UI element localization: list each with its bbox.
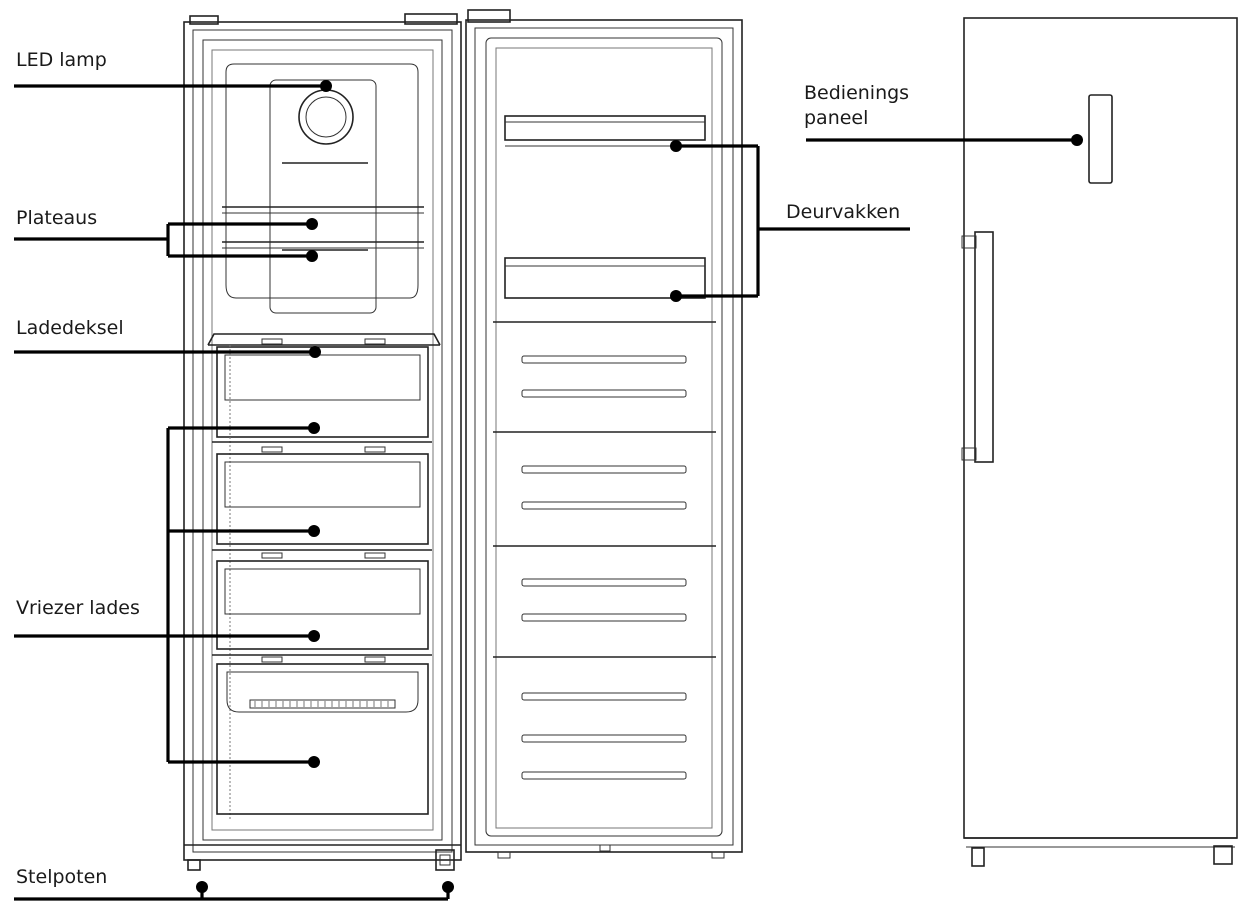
- label-plateaus: Plateaus: [16, 207, 97, 229]
- label-led-lamp: LED lamp: [16, 49, 107, 71]
- door-ribs: [521, 355, 687, 780]
- door-bin-upper: [504, 115, 706, 141]
- upper-compartment-back: [225, 63, 419, 285]
- closed-freezer: [961, 17, 1238, 867]
- bedienings-dot: [1071, 134, 1083, 146]
- closed-foot-left: [971, 847, 985, 867]
- label-deurvakken: Deurvakken: [786, 201, 900, 223]
- closed-foot-right: [1213, 845, 1233, 865]
- label-vriezer-lades: Vriezer lades: [16, 597, 140, 619]
- plateaus-dot-1: [306, 218, 318, 230]
- door-bin-lower: [504, 257, 706, 299]
- label-bedienings: Bedienings: [804, 82, 909, 104]
- door-outer: [465, 19, 743, 853]
- plateaus-dot-2: [306, 250, 318, 262]
- open-door: [465, 9, 743, 859]
- drawer-cover: [207, 333, 441, 346]
- cabinet-liner: [202, 39, 443, 841]
- door-hinge-top: [467, 9, 511, 23]
- cabinet-outer: [183, 21, 462, 861]
- deurvakken-dot-1: [670, 140, 682, 152]
- top-hinge: [189, 15, 219, 25]
- drawer-2: [216, 453, 429, 545]
- drawer-dot-4: [308, 756, 320, 768]
- led-lamp-dot: [320, 80, 332, 92]
- labels: LED lamp Plateaus Ladedeksel Vriezer lad…: [16, 49, 909, 888]
- stelpoten-dot-2: [442, 881, 454, 893]
- label-ladedeksel: Ladedeksel: [16, 317, 124, 339]
- control-panel: [1088, 94, 1113, 184]
- drawer-grille: [249, 699, 396, 709]
- cabinet-inner-frame: [192, 29, 453, 853]
- callouts: [14, 80, 1083, 901]
- open-cabinet: [183, 13, 462, 871]
- drawer-dot-3: [308, 630, 320, 642]
- drawer-dot-1: [308, 422, 320, 434]
- drawer-3: [216, 560, 429, 650]
- stelpoten-dot-1: [196, 881, 208, 893]
- drawer-dot-2: [308, 525, 320, 537]
- top-hinge-right: [404, 13, 458, 25]
- label-paneel: paneel: [804, 107, 868, 129]
- deurvakken-dot-2: [670, 290, 682, 302]
- cabinet-liner-inner: [211, 49, 434, 831]
- ladedeksel-dot: [309, 346, 321, 358]
- drawer-1: [216, 346, 429, 438]
- door-handle: [974, 231, 994, 463]
- foot-right: [435, 849, 455, 871]
- led-lamp: [298, 89, 354, 145]
- led-lamp-housing: [269, 79, 377, 314]
- drawer-4: [216, 663, 429, 815]
- label-stelpoten: Stelpoten: [16, 866, 107, 888]
- foot-left: [187, 859, 201, 871]
